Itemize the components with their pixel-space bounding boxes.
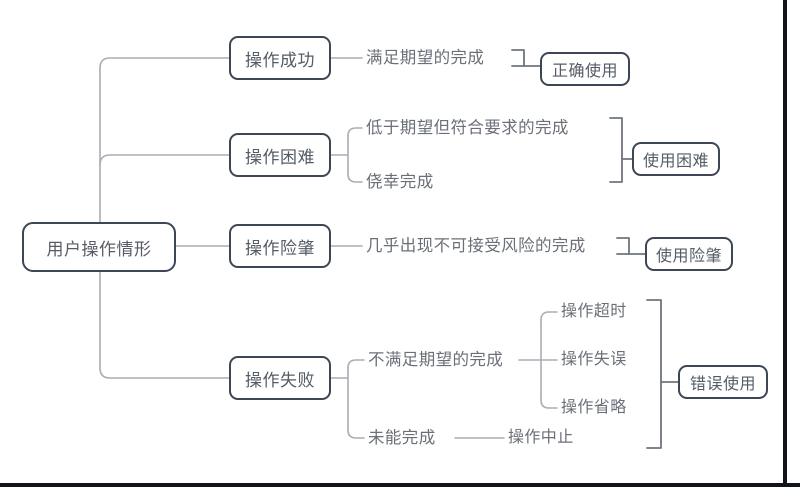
bracket-wrong-use <box>646 299 662 449</box>
summary-node-use-difficulty[interactable]: 使用困难 <box>632 142 720 176</box>
frame-right-edge <box>783 0 787 487</box>
link-fail-arm-1 <box>347 359 365 369</box>
link-unmet-arm-1 <box>540 311 558 321</box>
summary-node-correct-use[interactable]: 正确使用 <box>540 52 630 86</box>
link-fail-arm-2 <box>347 429 365 439</box>
branch-node-success[interactable]: 操作成功 <box>229 36 331 80</box>
root-node[interactable]: 用户操作情形 <box>22 222 176 272</box>
root-node-label: 用户操作情形 <box>46 239 152 259</box>
summary-node-correct-use-label: 正确使用 <box>551 63 618 80</box>
leaf-met-expectation[interactable]: 满足期望的完成 <box>366 49 485 67</box>
summary-node-use-difficulty-label: 使用困难 <box>642 153 709 170</box>
leaf-unacceptable-risk[interactable]: 几乎出现不可接受风险的完成 <box>366 237 586 255</box>
frame-bottom-edge <box>0 483 800 487</box>
leaf-unmet-expectation[interactable]: 不满足期望的完成 <box>368 351 504 369</box>
link-difficult-arm-1 <box>347 127 363 137</box>
summary-brackets <box>511 49 679 449</box>
branch-node-difficulty-label: 操作困难 <box>245 147 315 167</box>
bracket-use-difficulty <box>609 117 623 183</box>
leaf-not-completed[interactable]: 未能完成 <box>368 429 436 447</box>
leaf-below-expectation[interactable]: 低于期望但符合要求的完成 <box>366 119 569 137</box>
root-to-branch-2 <box>99 154 230 166</box>
branch-node-difficulty[interactable]: 操作困难 <box>229 133 331 177</box>
summary-node-near-miss[interactable]: 使用险肇 <box>645 237 733 271</box>
link-difficult-arm-2 <box>347 173 363 183</box>
bracket-near-miss <box>616 237 630 255</box>
summary-node-wrong-use-label: 错误使用 <box>689 376 756 393</box>
summary-node-wrong-use[interactable]: 错误使用 <box>678 365 768 399</box>
leaf-operation-error[interactable]: 操作失误 <box>561 351 627 368</box>
leaf-operation-omission[interactable]: 操作省略 <box>561 399 627 416</box>
leaf-operation-abort[interactable]: 操作中止 <box>508 429 574 446</box>
branch-node-near-miss[interactable]: 操作险肇 <box>229 224 331 268</box>
summary-node-near-miss-label: 使用险肇 <box>655 248 722 265</box>
branch-node-success-label: 操作成功 <box>245 50 315 70</box>
root-to-branch-4 <box>99 367 230 379</box>
root-connectors <box>99 57 230 379</box>
branch-node-failure-label: 操作失败 <box>245 370 315 390</box>
bracket-correct-use <box>511 49 525 67</box>
branch-node-near-miss-label: 操作险肇 <box>245 238 315 258</box>
branch-connectors <box>330 57 558 439</box>
leaf-operation-timeout[interactable]: 操作超时 <box>561 303 627 320</box>
root-to-branch-1 <box>99 57 230 69</box>
link-unmet-arm-3 <box>540 399 558 409</box>
leaf-lucky-completion[interactable]: 侥幸完成 <box>366 173 434 191</box>
branch-node-failure[interactable]: 操作失败 <box>229 356 331 400</box>
